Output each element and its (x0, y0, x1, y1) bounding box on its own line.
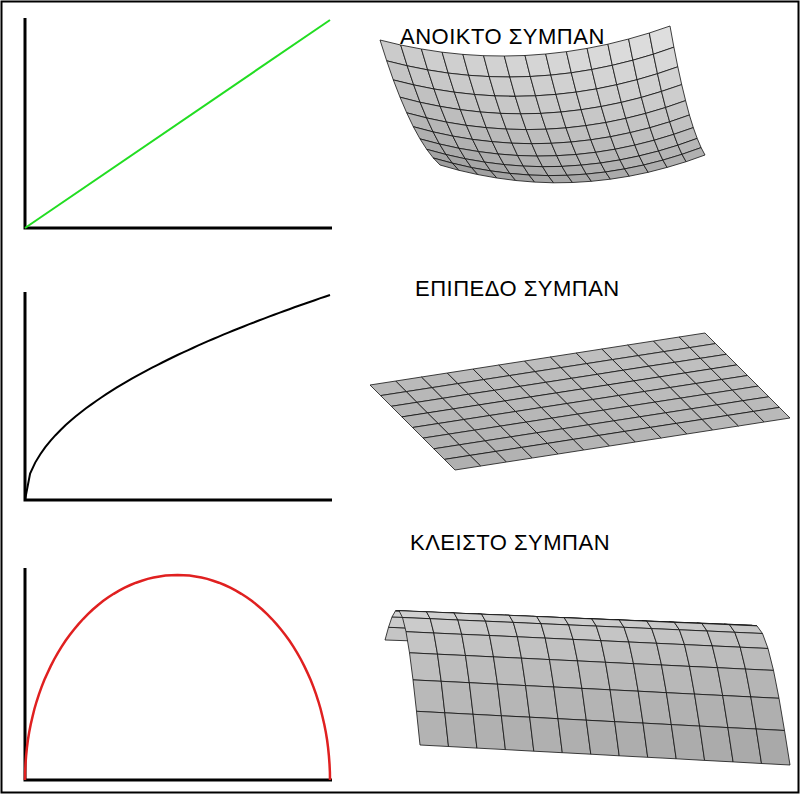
surface-cell (569, 625, 601, 641)
surface-cell (756, 729, 790, 765)
surface-cell (606, 662, 639, 691)
surface-cell (526, 686, 558, 719)
surface-cell (410, 653, 442, 682)
surface-cell (530, 717, 563, 753)
surface-cell (473, 714, 505, 749)
surface-cell (545, 638, 577, 661)
surface-cell (754, 407, 790, 422)
surface-cell (513, 622, 545, 638)
surface-cell (522, 658, 554, 687)
surface-cell (406, 632, 438, 655)
surface-cell (430, 619, 462, 635)
surface-cell (751, 697, 785, 731)
surface-cell (517, 637, 549, 660)
surface-cell (746, 669, 780, 698)
surface-cell (438, 654, 470, 683)
surface-cell (558, 719, 591, 755)
surface-cell (700, 726, 734, 762)
surface-cell (596, 626, 629, 642)
surface-cell (657, 643, 690, 666)
surface-cell (466, 656, 498, 685)
surface-cell (494, 657, 526, 686)
surface-cell (582, 688, 615, 721)
surface-cell (434, 633, 466, 656)
graph-flat (25, 292, 332, 500)
surface-cell (486, 621, 518, 637)
surface-cell (469, 683, 501, 716)
surface-cell (638, 691, 671, 724)
surface-cell (662, 665, 695, 694)
surface-cell (501, 716, 533, 751)
graph-closed (25, 568, 332, 780)
surface-cell (663, 154, 686, 167)
surface-cell (671, 725, 704, 761)
surface-cell (490, 636, 522, 659)
surface-cell (735, 632, 768, 648)
surface-cell (634, 664, 667, 693)
universe-label: ΑΝΟΙΚΤΟ ΣΥΜΠΑΝ (400, 24, 605, 50)
surface-cell (586, 720, 619, 756)
flat-surface (370, 333, 790, 470)
surface-cell (403, 618, 434, 634)
surface-cell (578, 661, 611, 690)
surface-cell (740, 647, 773, 670)
surface-cell (550, 660, 582, 689)
surface-cell (666, 693, 699, 726)
graph-open (25, 18, 332, 228)
surface-cell (541, 624, 573, 640)
surface-cell (601, 641, 634, 664)
surface-cell (643, 723, 676, 759)
surface-cell (554, 687, 587, 720)
universe-label: ΕΠΙΠΕΔΟ ΣΥΜΠΑΝ (415, 276, 620, 302)
surface-cell (615, 722, 648, 758)
surface-cell (458, 620, 490, 636)
surface-cell (573, 639, 605, 662)
surface-cell (629, 642, 662, 665)
universe-label: ΚΛΕΙΣΤΟ ΣΥΜΠΑΝ (410, 530, 610, 556)
surface-cell (413, 680, 445, 713)
surface-cell (441, 681, 473, 714)
surface-cell (498, 684, 530, 717)
surface-cell (445, 713, 477, 748)
surface-cell (462, 634, 494, 657)
surface-cell (417, 711, 449, 746)
surface-cell (682, 148, 705, 162)
surface-cell (610, 690, 643, 723)
dome-surface (385, 611, 790, 765)
saddle-surface (380, 26, 705, 183)
